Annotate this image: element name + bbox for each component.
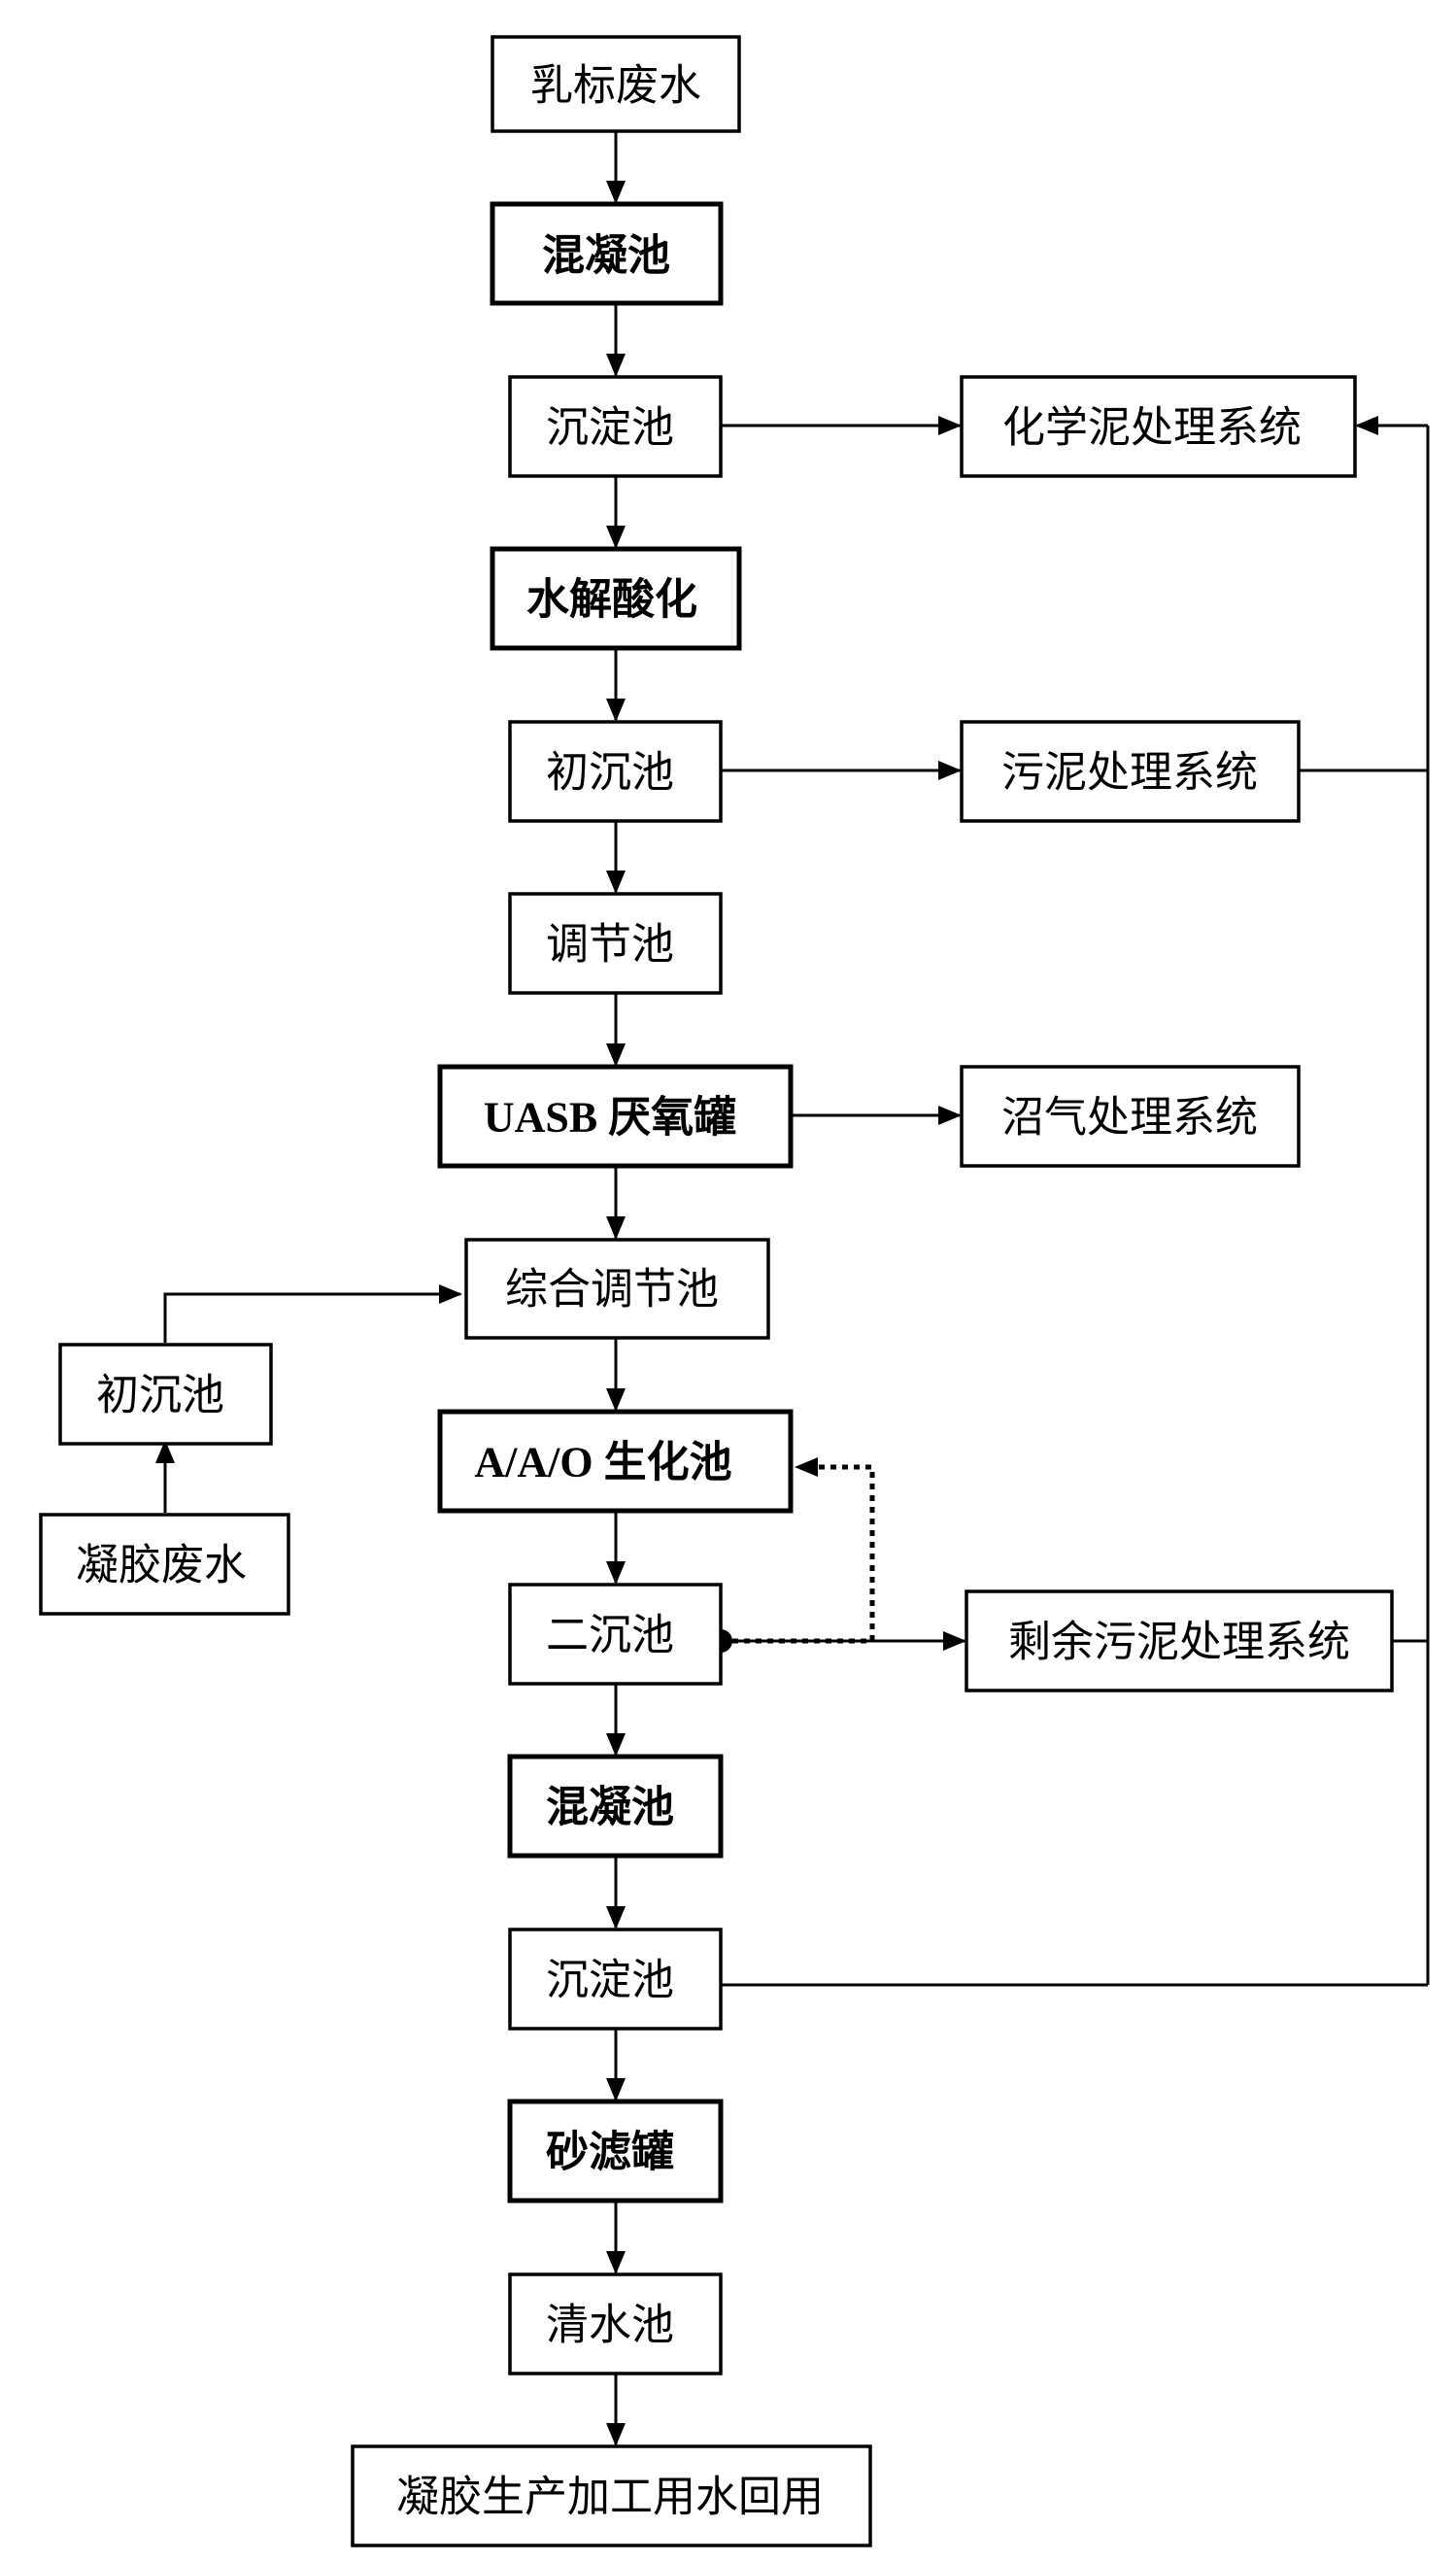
node-coagulation-tank-2: 混凝池: [507, 1754, 724, 1859]
node-label: 凝胶废水: [76, 1542, 247, 1589]
node-sludge-system: 污泥处理系统: [960, 720, 1301, 823]
node-label: 混凝池: [542, 232, 670, 280]
node-sedimentation-tank-2: 沉淀池: [508, 1928, 723, 2031]
node-biogas-system: 沼气处理系统: [960, 1065, 1301, 1168]
node-regulating-tank: 调节池: [508, 892, 723, 995]
node-label: A/A/O 生化池: [474, 1439, 731, 1486]
node-excess-sludge-system: 剩余污泥处理系统: [965, 1589, 1394, 1692]
node-label: 沉淀池: [546, 1957, 674, 2004]
node-primary-settling-tank: 初沉池: [508, 720, 723, 823]
node-label: 乳标废水: [530, 62, 701, 110]
node-label: 化学泥处理系统: [1002, 404, 1302, 452]
node-secondary-settling-tank: 二沉池: [508, 1583, 723, 1686]
node-label: 水解酸化: [526, 576, 697, 624]
node-uasb-anaerobic-tank: UASB 厌氧罐: [437, 1064, 794, 1169]
node-label: 污泥处理系统: [1001, 749, 1258, 797]
node-label: 剩余污泥处理系统: [1008, 1619, 1350, 1666]
node-water-reuse: 凝胶生产加工用水回用: [351, 2444, 872, 2547]
node-clear-water-tank: 清水池: [508, 2272, 723, 2375]
node-hydrolysis-acidification: 水解酸化: [490, 546, 742, 651]
node-label: 初沉池: [96, 1372, 224, 1419]
node-label: 混凝池: [546, 1784, 674, 1831]
node-label: 清水池: [546, 2302, 674, 2349]
node-label: 二沉池: [546, 1612, 674, 1659]
node-coagulation-tank-1: 混凝池: [490, 201, 724, 306]
edge-gel-primary-settling-to-integrated: [163, 1284, 462, 1343]
node-label: 调节池: [546, 921, 674, 969]
node-integrated-regulating-tank: 综合调节池: [464, 1238, 770, 1340]
node-sedimentation-tank-1: 沉淀池: [508, 375, 723, 478]
edge-sludge-return-arrowhead: [795, 1457, 818, 1477]
node-aao-biochemical-tank: A/A/O 生化池: [437, 1409, 794, 1514]
edges: [155, 131, 1430, 2446]
node-gel-wastewater: 凝胶废水: [39, 1513, 290, 1616]
node-label: 沉淀池: [546, 404, 674, 452]
node-label: 沼气处理系统: [1001, 1094, 1258, 1142]
node-gel-primary-settling-tank: 初沉池: [58, 1343, 273, 1446]
node-label: 初沉池: [546, 749, 674, 797]
edge-sludge-return-dotted: [732, 1464, 875, 1644]
node-chemical-sludge-system: 化学泥处理系统: [960, 375, 1357, 478]
nodes: 乳标废水 混凝池 沉淀池 水解酸化 初沉池 调节池 UASB 厌氧罐 综合调节: [39, 35, 1394, 2547]
node-label: 凝胶生产加工用水回用: [396, 2474, 824, 2521]
node-label: UASB 厌氧罐: [484, 1094, 736, 1142]
node-label: 综合调节池: [505, 1266, 719, 1314]
node-label: 砂滤罐: [546, 2129, 674, 2176]
node-sand-filter-tank: 砂滤罐: [507, 2099, 724, 2203]
node-emulsion-wastewater: 乳标废水: [491, 35, 741, 133]
